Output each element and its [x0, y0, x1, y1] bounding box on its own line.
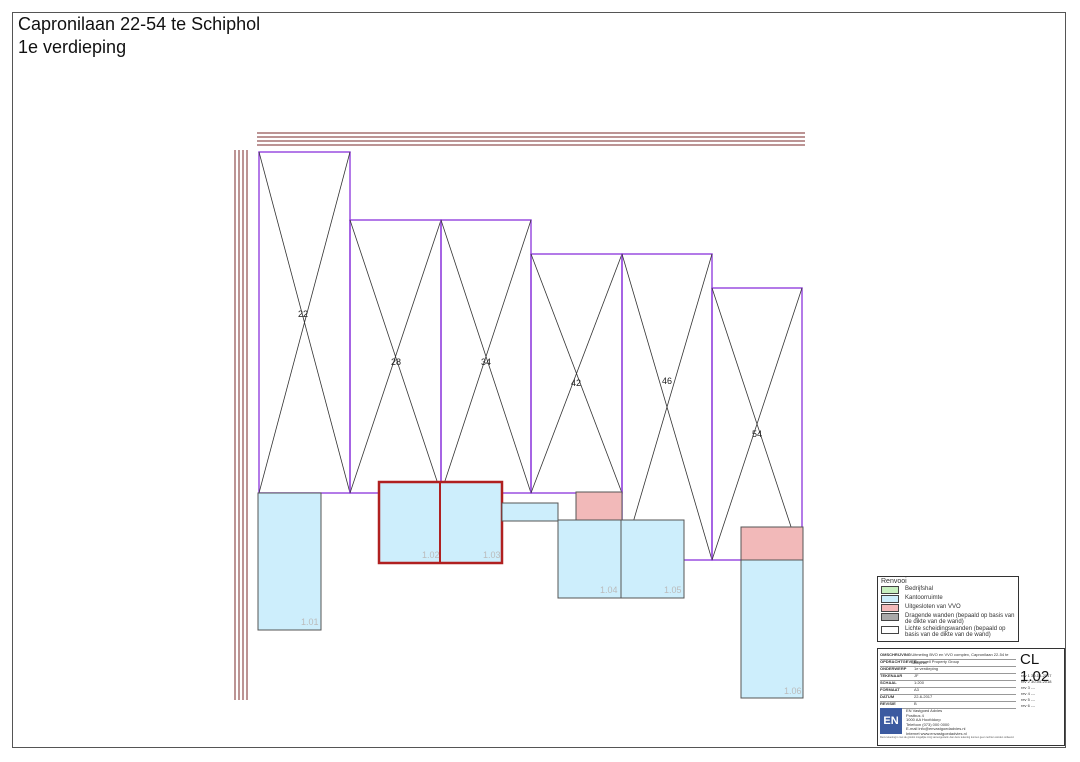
legend-swatch: [881, 604, 899, 612]
office-label: 1.01: [301, 617, 319, 627]
legend-label: Kantoorruimte: [905, 595, 943, 601]
bay-diagonal: [530, 253, 623, 494]
revision-entry: rev 1 30-10-2017: [1021, 673, 1052, 678]
row-key: FORMAAT: [880, 687, 900, 692]
floor-subtitle: 1e verdieping: [18, 37, 127, 57]
legend-label: Bedrijfshal: [905, 586, 934, 592]
bay-diagonal: [440, 219, 532, 494]
legend-item: Dragende wanden (bepaald op basis van de…: [881, 613, 1015, 625]
revision-entry: rev 2 30-05-2018: [1021, 679, 1052, 684]
bay-label: 42: [571, 378, 581, 388]
revision-entry: rev 3 ---: [1021, 685, 1035, 690]
title-block-row: TEKENAAR JF: [880, 672, 1016, 681]
legend-item: Bedrijfshal: [881, 586, 1015, 594]
excluded-area: [740, 526, 804, 561]
left-dimension-lines: [234, 150, 248, 700]
office-label: 1.03: [483, 550, 501, 560]
company-info: E-mail info@envastgoedadvies.nl: [906, 726, 966, 731]
title-block-row: FORMAAT A3: [880, 686, 1016, 695]
bay-label: 46: [662, 376, 672, 386]
row-value: A3: [914, 687, 919, 692]
bay-label: 54: [752, 429, 762, 439]
bay-diagonal: [258, 151, 351, 494]
row-key: REVISIE: [880, 701, 896, 706]
stair-core: [575, 491, 623, 521]
row-key: OPDRACHTGEVER: [880, 659, 917, 664]
row-key: ONDERWERP: [880, 666, 907, 671]
legend-item: Uitgesloten van VVO: [881, 604, 1015, 612]
legend-swatch: [881, 586, 899, 594]
company-info: EN Vastgoed Advies: [906, 708, 943, 713]
revision-entry: rev 5 ---: [1021, 697, 1035, 702]
legend-swatch: [881, 613, 899, 621]
row-value: B: [914, 701, 917, 706]
office-label: 1.05: [664, 585, 682, 595]
legend-label: Uitgesloten van VVO: [905, 604, 961, 610]
row-value: Cromwell Property Group: [914, 659, 960, 664]
row-value: JF: [914, 673, 919, 678]
company-info: Postbus 4: [906, 712, 924, 718]
row-value: Uitmeting BVO en VVO complex, Capronilaa…: [911, 652, 1009, 665]
company-info: Internet www.envastgoedadvies.nl: [906, 730, 967, 736]
bay-diagonal: [621, 253, 713, 561]
bay-label: 34: [481, 357, 491, 367]
legend-label: Lichte scheidingswanden (bepaald op basi…: [905, 626, 1006, 638]
row-key: DATUM: [880, 694, 895, 699]
company-info: 1000 AA Hoofddorp: [906, 717, 941, 722]
bay-diagonal: [349, 219, 442, 494]
legend-item: Lichte scheidingswanden (bepaald op basi…: [881, 626, 1015, 638]
bridge: [501, 502, 559, 522]
title-block-row: SCHAAL 1:200: [880, 679, 1016, 688]
office-areas: [257, 480, 804, 699]
bay-diagonal: [711, 287, 803, 561]
row-key: TEKENAAR: [880, 673, 903, 678]
disclaimer: Deze tekening is met de grootst mogelijk…: [880, 736, 1015, 739]
bay-label: 28: [391, 357, 401, 367]
drawing-title: Capronilaan 22-54 te Schiphol: [18, 14, 261, 34]
office-label: 1.04: [600, 585, 618, 595]
row-key: OMSCHRIJVING: [880, 652, 911, 657]
office-label: 1.06: [784, 686, 802, 696]
row-key: SCHAAL: [880, 680, 897, 685]
drawing-code: CL 1.02: [1020, 651, 1050, 685]
row-value: 1:200: [914, 680, 925, 685]
revision-entry: rev 4 ---: [1021, 691, 1035, 696]
row-value: 1e verdieping: [914, 666, 939, 671]
title-block-row: DATUM 22-6-2017: [880, 693, 1016, 702]
top-dimension-lines: [257, 132, 805, 146]
title-block-row: REVISIE B: [880, 700, 1016, 709]
row-value: 22-6-2017: [914, 694, 933, 699]
revision-entry: rev 6 ---: [1021, 703, 1035, 708]
legend-item: Kantoorruimte: [881, 595, 1015, 603]
title-block-row: ONDERWERP 1e verdieping: [880, 665, 1016, 674]
bay-label: 22: [298, 309, 308, 319]
office-1-06: [740, 559, 804, 699]
office-1-01: [257, 492, 322, 631]
drawing-frame: [12, 12, 1066, 748]
legend-swatch: [881, 595, 899, 603]
legend-title: Renvooi: [881, 578, 907, 585]
company-info: Telefoon (073) 000 0000: [906, 721, 950, 727]
company-logo: EN: [880, 708, 902, 734]
office-label: 1.02: [422, 550, 440, 560]
legend-swatch: [881, 626, 899, 634]
legend-label: Dragende wanden (bepaald op basis van de…: [905, 613, 1015, 625]
